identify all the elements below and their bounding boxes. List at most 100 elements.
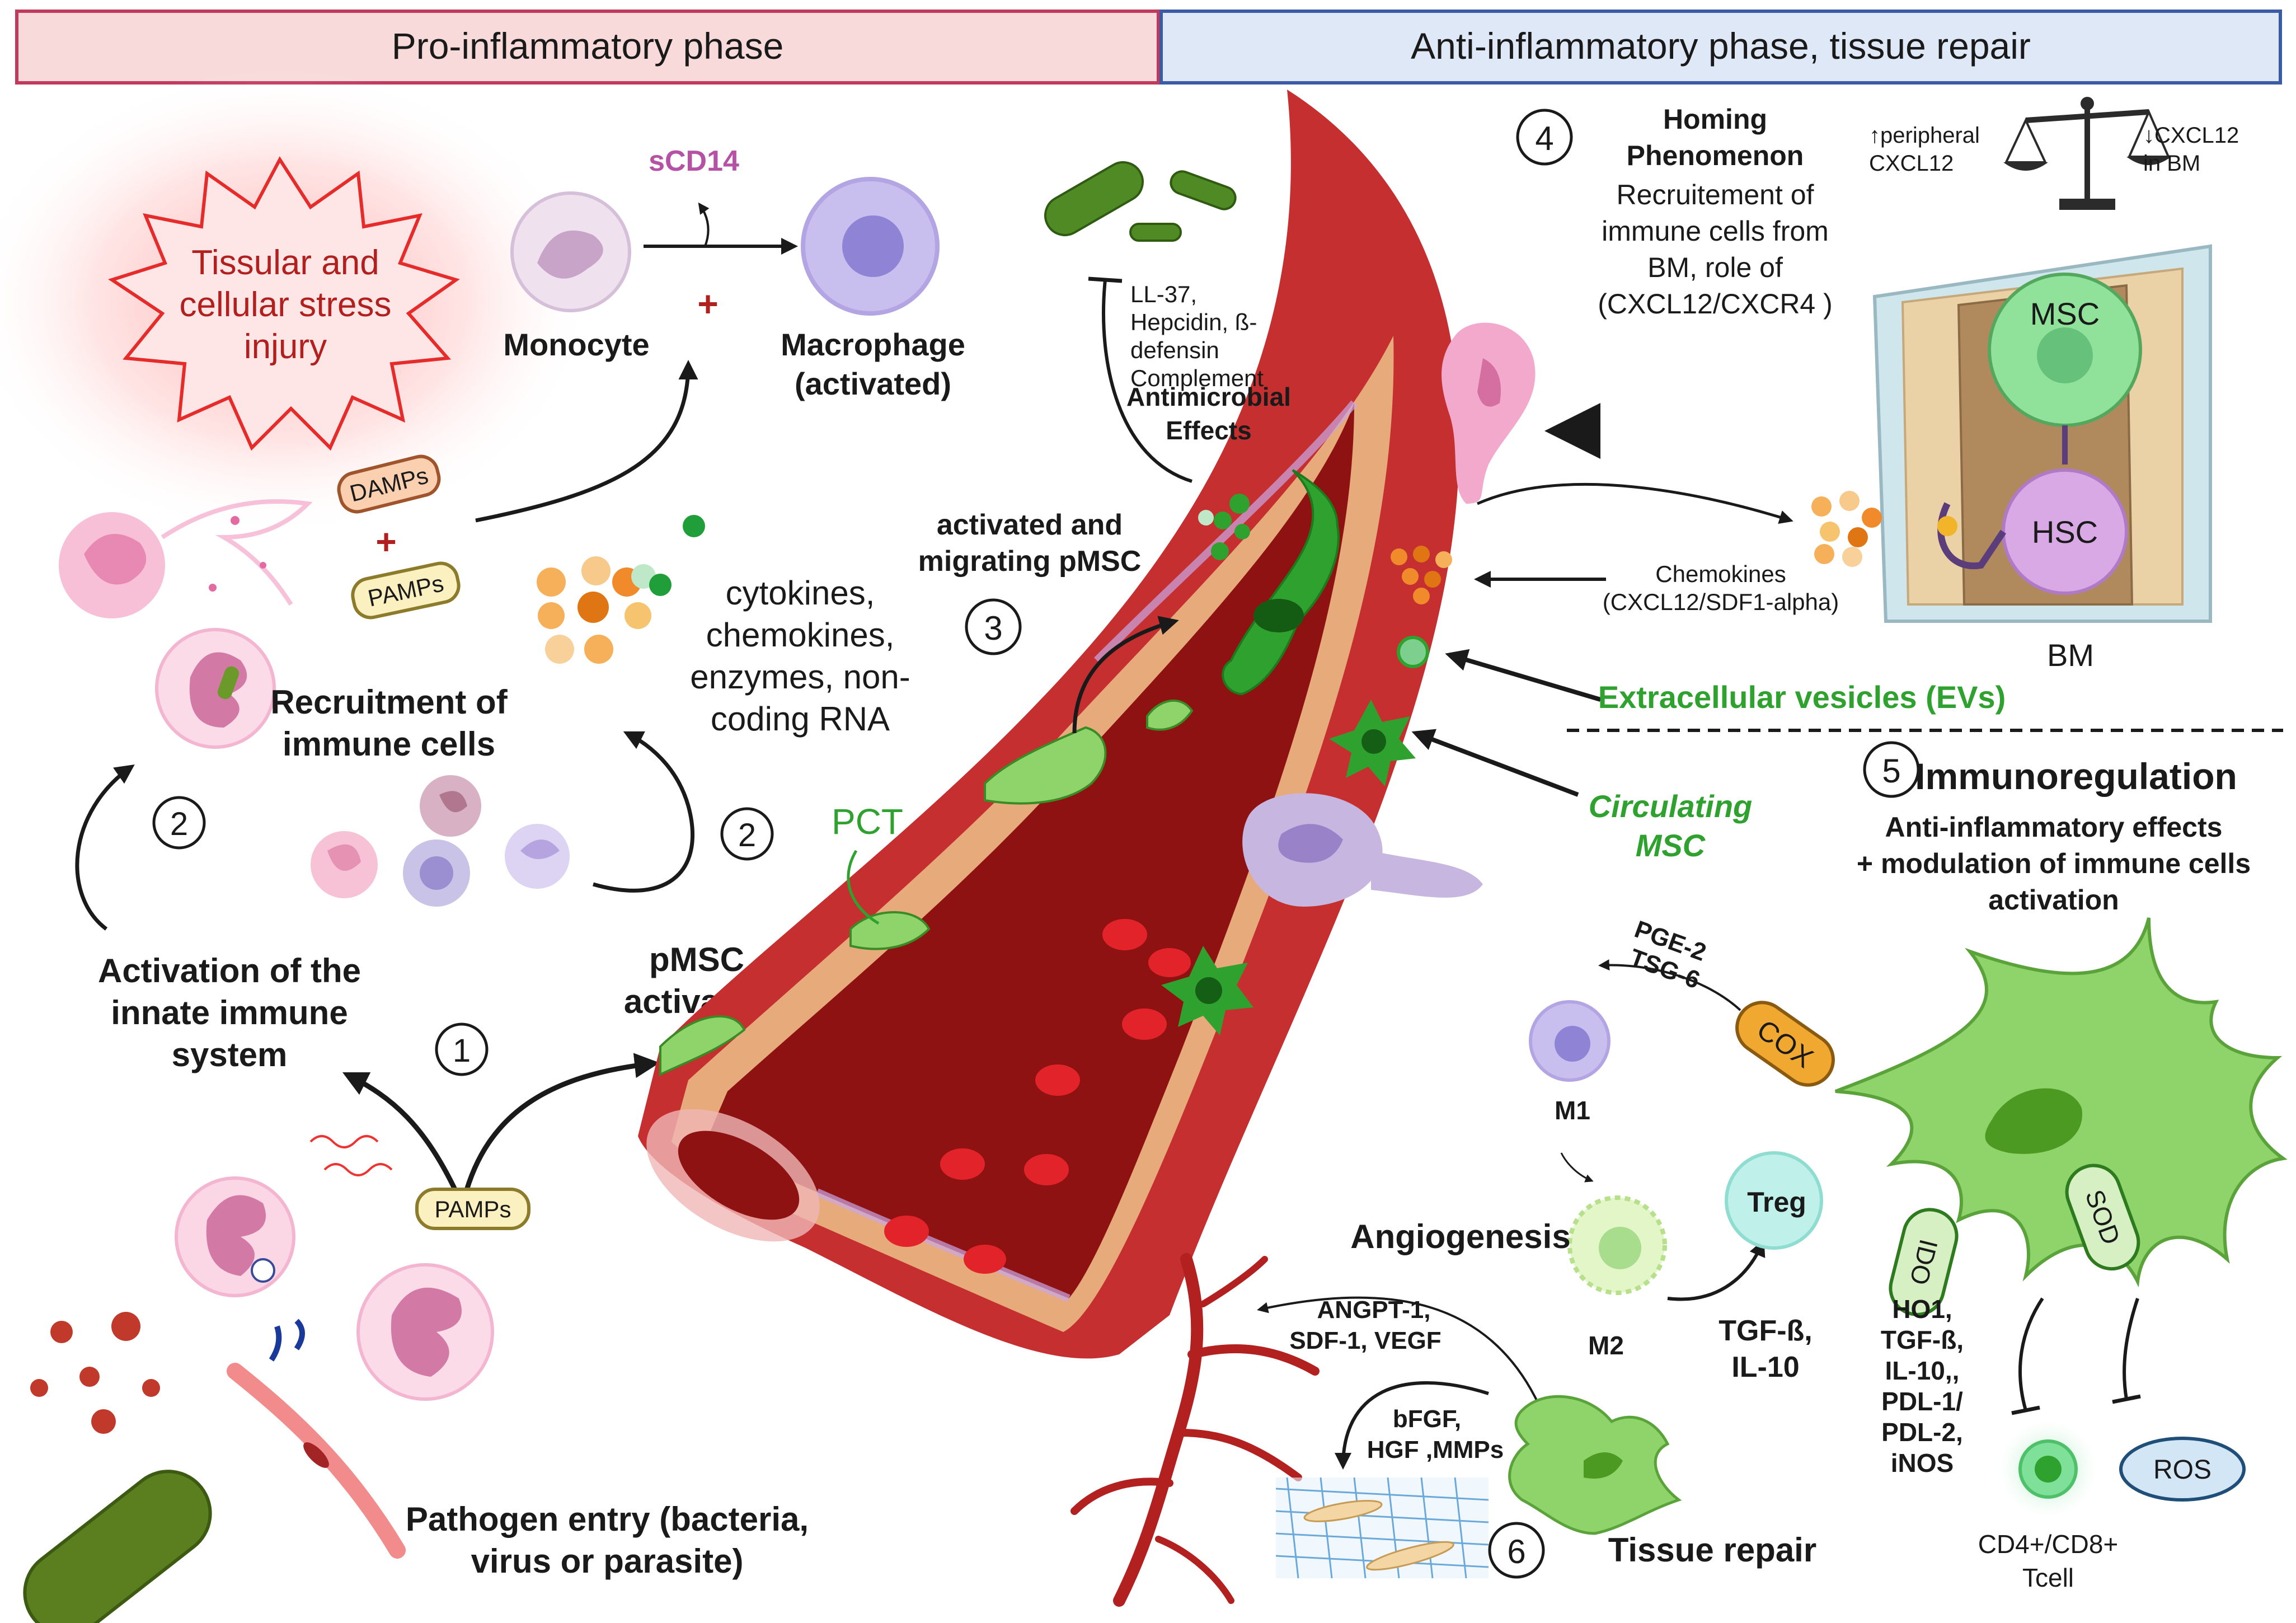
circulating-pointer-arrow (1411, 729, 1579, 797)
bfgf-text: bFGF, HGF ,MMPs (1367, 1405, 1504, 1463)
immunoreg-line-1: Anti-inflammatory effects (1885, 812, 2223, 843)
factors-line-2: TGF-ß, (1881, 1325, 1964, 1354)
repair-msc-cell (1508, 1395, 1682, 1535)
tissue-repair-label: Tissue repair (1608, 1531, 1816, 1569)
stress-injury-star: Tissular and cellular stress injury (0, 67, 593, 537)
pathogen-line-1: Pathogen entry (bacteria, (406, 1500, 809, 1538)
factors-line-1: HO1, (1892, 1294, 1952, 1324)
tgf-text: TGF-ß, IL-10 (1719, 1315, 1813, 1383)
step-5-label: 5 (1882, 752, 1900, 790)
tissue-mesh (1275, 1477, 1489, 1579)
m2-to-treg-arrow (1667, 1239, 1766, 1301)
tcell: CD4+/CD8+ Tcell (1978, 1416, 2118, 1592)
cytokine-particles (537, 515, 705, 664)
peptides-line-2: Hepcidin, ß- (1130, 309, 1257, 335)
bacterium-large (23, 1470, 212, 1623)
step-2-left-label: 2 (170, 806, 188, 842)
step-3-label: 3 (984, 609, 1002, 647)
ros-label: ROS (2153, 1455, 2212, 1485)
activation-line-3: system (172, 1036, 288, 1073)
immunoreg-line-2: + modulation of immune cells (1857, 848, 2251, 879)
step-4: 4 (1516, 109, 1573, 166)
homing-arrow-head (1544, 403, 1600, 459)
large-msc-cell (1834, 917, 2288, 1288)
activated-migrating-text: activated and migrating pMSC (918, 509, 1142, 578)
recruitment-line-1: Recruitment of (270, 683, 508, 721)
m2-macrophage: M2 (1567, 1195, 1667, 1360)
virus-particles (30, 1312, 160, 1434)
stress-line-1: Tissular and (191, 243, 379, 282)
monocyte-label: Monocyte (503, 327, 649, 362)
plus-sign-2: + (375, 522, 396, 562)
header-anti-inflammatory: Anti-inflammatory phase, tissue repair (1159, 10, 2282, 85)
bm-hsc-label: HSC (2032, 514, 2098, 550)
angiogenesis-label: Angiogenesis (1350, 1218, 1570, 1255)
capillary-vessels (1070, 1253, 1320, 1607)
antimicrobial-inhibition-bar (1088, 276, 1123, 283)
circulating-msc-text: Circulating MSC (1589, 789, 1752, 863)
ido-inhibition-line (2018, 1297, 2044, 1411)
pamps-to-pmsc-arrow (462, 1053, 660, 1199)
angpt-line-1: ANGPT-1, (1317, 1296, 1431, 1324)
homing-title-1: Homing (1663, 104, 1767, 135)
pct-to-migrating-arrow (1072, 616, 1179, 734)
sod-inhibition-bar (2112, 1394, 2141, 1404)
macrophage-cell: Macrophage (activated) (781, 177, 965, 401)
sod-badge: SOD (2065, 1164, 2140, 1271)
tgf-line-1: TGF-ß, (1719, 1315, 1813, 1347)
factors-line-6: iNOS (1891, 1448, 1954, 1477)
damps-to-macrophage-arrow (475, 360, 698, 523)
step-2-right: 2 (720, 807, 774, 861)
blood-vessel (638, 90, 1460, 1359)
ido-badge: IDO (1889, 1208, 1959, 1316)
homing-cell-pink (1442, 322, 1536, 504)
tcell-line-2: Tcell (2022, 1563, 2074, 1592)
bm-msc-label: MSC (2030, 296, 2100, 331)
rna-squiggle (309, 1135, 379, 1148)
step-1: 1 (435, 1022, 489, 1076)
pathogen-line-2: virus or parasite) (471, 1542, 744, 1580)
m1-macrophage: M1 (1529, 1000, 1611, 1125)
monocyte-cell: Monocyte (503, 191, 650, 362)
factors-text: HO1, TGF-ß, IL-10,, PDL-1/ PDL-2, iNOS (1881, 1294, 1964, 1477)
cytokines-line-4: coding RNA (711, 700, 890, 738)
antimicrobial-title-2: Effects (1166, 416, 1251, 445)
cytokines-line-3: enzymes, non- (690, 658, 910, 696)
homing-text: Homing Phenomenon Recruitement of immune… (1598, 104, 1833, 320)
chemokine-particles-bm (1811, 491, 1882, 567)
antimicrobial-title-1: Antimicrobial (1126, 382, 1291, 411)
step-4-label: 4 (1535, 120, 1553, 157)
step-2-right-label: 2 (738, 817, 756, 853)
msc-to-angiogenesis-arrow (1257, 1296, 1540, 1405)
immune-cells-cluster (311, 775, 570, 907)
chemokines-line-1: Chemokines (1655, 561, 1786, 587)
step-5: 5 (1863, 741, 1920, 798)
macrophage-label-2: (activated) (795, 366, 951, 401)
step-2-left: 2 (152, 796, 206, 850)
homing-title-2: Phenomenon (1627, 140, 1804, 171)
angpt-line-2: SDF-1, VEGF (1289, 1327, 1441, 1354)
balance-left-1: ↑peripheral (1869, 123, 1980, 148)
tgf-line-2: IL-10 (1731, 1351, 1799, 1383)
trypanosome-parasite (227, 1363, 406, 1559)
pamps-bottom-label: PAMPs (435, 1196, 511, 1222)
chemokines-line-2: (CXCL12/SDF1-alpha) (1603, 589, 1839, 615)
recruitment-line-2: immune cells (283, 725, 495, 763)
balance-text: ↑peripheral CXCL12 ↓CXCL12 in BM (1869, 123, 2239, 176)
msc-to-tissue-arrow (1335, 1381, 1489, 1470)
immunoreg-line-3: activation (1988, 884, 2119, 916)
header-anti-label: Anti-inflammatory phase, tissue repair (1411, 25, 2031, 67)
activation-text: Activation of the innate immune system (98, 952, 361, 1073)
pamps-badge-bottom: PAMPs (415, 1188, 530, 1230)
activated-migrating-line-1: activated and (937, 509, 1123, 541)
antimicrobial-text: LL-37, Hepcidin, ß- defensin Complement … (1126, 281, 1291, 445)
activation-line-1: Activation of the (98, 952, 361, 989)
m1-to-m2-arrow (1560, 1152, 1594, 1183)
circulating-line-2: MSC (1636, 828, 1706, 863)
activated-migrating-line-2: migrating pMSC (918, 545, 1142, 578)
angpt-text: ANGPT-1, SDF-1, VEGF (1289, 1296, 1441, 1354)
migrating-pmsc-cell (1222, 469, 1340, 696)
step-1-label: 1 (453, 1033, 471, 1069)
cytokines-text: cytokines, chemokines, enzymes, non- cod… (690, 574, 910, 738)
m1-label: M1 (1555, 1096, 1590, 1125)
